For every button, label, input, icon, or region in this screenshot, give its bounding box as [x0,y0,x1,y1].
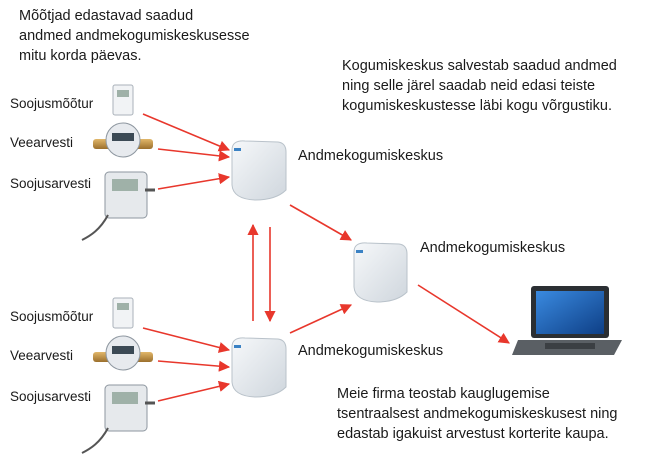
heat-calculator-device [81,171,155,241]
bottom-right-description: Meie firma teostab kauglugemise tsentraa… [337,386,618,442]
arrow [289,304,353,334]
arrow [157,173,231,190]
heat-calculator-label: Soojusarvesti [10,176,92,191]
laptop-device [512,286,622,355]
heat-meter-device [112,297,134,329]
arrow [142,113,231,152]
hub-label: Andmekogumiskeskus [298,148,444,164]
water-meter-label: Veearvesti [10,348,74,363]
arrow [417,284,510,344]
arrow [157,360,231,372]
water-meter-label: Veearvesti [10,135,74,150]
top-right-description: Kogumiskeskus salvestab saadud andmed ni… [342,58,617,114]
water-meter-device [93,335,153,371]
arrow [142,327,231,353]
heat-calculator-label: Soojusarvesti [10,389,92,404]
arrow [289,204,352,241]
arrow [157,148,231,162]
top-left-description: Mõõtjad edastavad saadud andmed andmekog… [19,8,250,64]
heat-calculator-device [81,384,155,454]
heat-meter-device [112,84,134,116]
central-hub-label: Andmekogumiskeskus [420,240,566,256]
heat-meter-label: Soojusmõõtur [10,309,94,324]
water-meter-device [93,122,153,158]
arrow [157,380,231,402]
hub-label: Andmekogumiskeskus [298,343,444,359]
central-hub-device [353,242,408,303]
data-hub-device [231,140,287,201]
heat-meter-label: Soojusmõõtur [10,96,94,111]
data-hub-device [231,337,287,398]
